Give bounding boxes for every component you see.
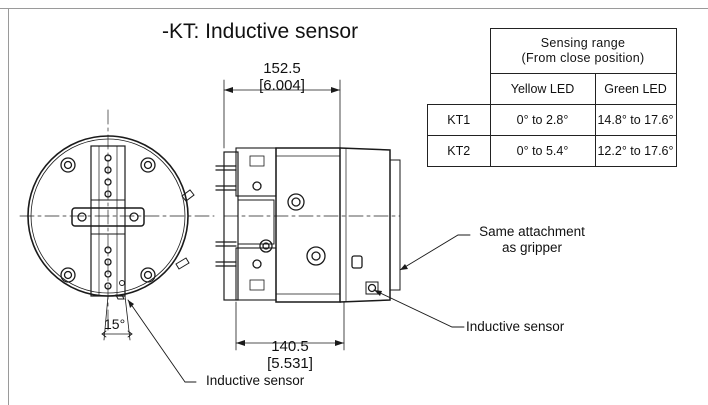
height-dimension-label: 140.5 [5.531]	[258, 338, 322, 372]
drawing-title: -KT: Inductive sensor	[162, 20, 359, 43]
table-subtitle: (From close position)	[521, 51, 645, 65]
attachment-callout-line2: as gripper	[501, 240, 563, 255]
height-in: [5.531]	[267, 355, 313, 372]
frame-top-border	[0, 8, 708, 9]
side-view	[215, 79, 471, 351]
height-mm: 140.5	[271, 338, 309, 355]
yellow-led-header: Yellow LED	[489, 73, 596, 105]
table-column-header-row: Yellow LED Green LED	[428, 73, 677, 105]
model-cell: KT1	[427, 103, 491, 136]
front-view	[19, 109, 215, 383]
front-sensor-callout: Inductive sensor	[206, 373, 305, 388]
green-range-cell: 12.2° to 17.6°	[594, 134, 677, 167]
green-led-header: Green LED	[594, 73, 677, 105]
yellow-range-cell: 0° to 2.8°	[489, 103, 596, 136]
table-row: KT1 0° to 2.8° 14.8° to 17.6°	[427, 103, 677, 136]
width-dimension-label: 152.5 [6.004]	[250, 60, 314, 94]
sensing-range-table: Sensing range (From close position) Yell…	[427, 28, 677, 167]
table-row: KT2 0° to 5.4° 12.2° to 17.6°	[427, 134, 677, 167]
green-range-cell: 14.8° to 17.6°	[594, 103, 677, 136]
table-title-cell: Sensing range (From close position)	[489, 28, 677, 74]
model-cell: KT2	[427, 134, 491, 167]
table-title: Sensing range	[540, 36, 626, 50]
yellow-range-cell: 0° to 5.4°	[489, 134, 596, 167]
attachment-callout-line1: Same attachment	[479, 224, 585, 239]
frame-left-border	[8, 8, 9, 405]
side-sensor-callout: Inductive sensor	[466, 319, 565, 334]
angle-label: 15°	[104, 316, 126, 332]
width-mm: 152.5	[263, 60, 301, 77]
width-in: [6.004]	[259, 77, 305, 94]
table-header-row: Sensing range (From close position)	[428, 28, 677, 74]
attachment-callout: Same attachment as gripper	[468, 224, 596, 256]
